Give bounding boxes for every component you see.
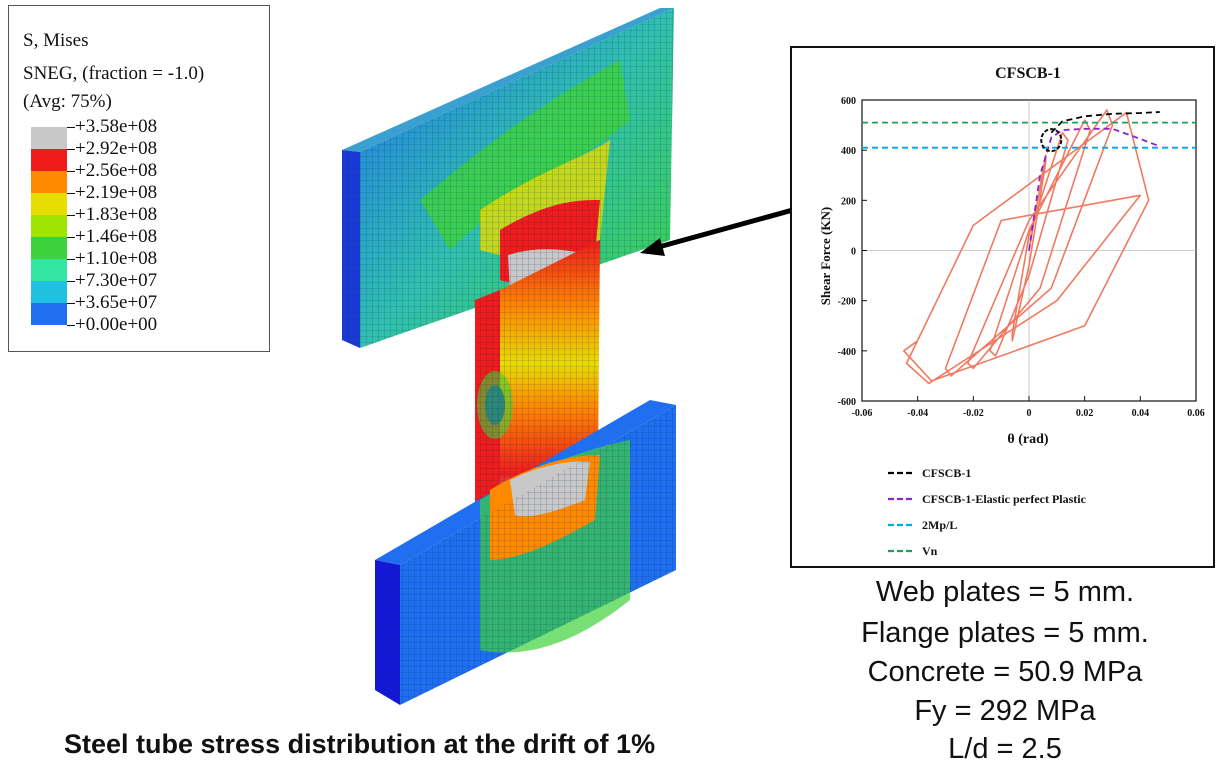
legend-value-9: +3.65e+07	[75, 292, 158, 313]
legend-label-4: Vn	[922, 544, 938, 558]
legend-label-2: CFSCB-1-Elastic perfect Plastic	[922, 492, 1087, 506]
x-tick-label: 0	[1027, 408, 1032, 419]
yield-point-circle	[1040, 128, 1063, 153]
legend-label-3: 2Mp/L	[922, 518, 957, 532]
legend-title-line-2: SNEG, (fraction = -1.0)	[23, 63, 205, 84]
x-tick-label: 0.04	[1132, 408, 1150, 419]
legend-tick	[67, 215, 75, 216]
param-flange-plates: Flange plates = 5 mm.	[861, 617, 1149, 649]
param-ld: L/d = 2.5	[948, 733, 1062, 765]
hysteresis-chart: CFSCB-1 -0.06 -0.04 -0.02 0 0.02 0.04 0.06 600 4…	[818, 65, 1205, 558]
param-fy: Fy = 292 MPa	[914, 695, 1096, 727]
stress-legend: S, Mises SNEG, (fraction = -1.0) (Avg: 7…	[8, 5, 270, 352]
legend-tick	[67, 193, 75, 194]
legend-title-line-1: S, Mises	[23, 30, 89, 51]
x-tick-label: -0.06	[852, 408, 873, 419]
hysteresis-curve	[903, 109, 1150, 385]
legend-value-1: +3.58e+08	[75, 116, 158, 137]
legend-value-4: +2.19e+08	[75, 182, 158, 203]
x-tick-label: 0.02	[1076, 408, 1094, 419]
y-tick-label: 200	[841, 196, 856, 207]
x-tick-label: 0.06	[1187, 408, 1205, 419]
legend-value-7: +1.10e+08	[75, 248, 158, 269]
legend-value-2: +2.92e+08	[75, 138, 158, 159]
series-line-2	[1028, 127, 1161, 251]
legend-tick	[67, 127, 75, 128]
chart-title: CFSCB-1	[995, 65, 1061, 82]
figure-caption: Steel tube stress distribution at the dr…	[64, 729, 656, 759]
legend-swatch-4	[31, 193, 67, 215]
series-line-1	[1050, 111, 1160, 134]
coupling-beam-web	[475, 240, 600, 520]
legend-value-6: +1.46e+08	[75, 226, 158, 247]
bottom-beam	[375, 400, 676, 705]
legend-value-5: +1.83e+08	[75, 204, 158, 225]
legend-value-10: +0.00e+00	[75, 314, 158, 335]
legend-swatch-6	[31, 237, 67, 259]
legend-label-1: CFSCB-1	[922, 466, 971, 480]
legend-swatch-9	[31, 303, 67, 325]
y-tick-label: 400	[841, 146, 856, 157]
legend-value-8: +7.30e+07	[75, 270, 158, 291]
hysteresis-chart-panel: CFSCB-1 -0.06 -0.04 -0.02 0 0.02 0.04 0.06 600 4…	[790, 46, 1215, 568]
legend-tick	[67, 149, 75, 150]
legend-swatch-3	[31, 171, 67, 193]
legend-swatch-1	[31, 127, 67, 149]
y-tick-label: -400	[838, 347, 856, 358]
legend-swatch-5	[31, 215, 67, 237]
y-tick-label: 0	[851, 247, 856, 258]
fe-model-image	[342, 8, 676, 705]
y-tick-label: 600	[841, 96, 856, 107]
legend-tick	[67, 281, 75, 282]
y-tick-label: -600	[838, 397, 856, 408]
legend-swatch-8	[31, 281, 67, 303]
param-concrete: Concrete = 50.9 MPa	[867, 656, 1143, 688]
legend-swatch-2	[31, 149, 67, 171]
y-axis-label: Shear Force (KN)	[818, 207, 833, 305]
legend-tick	[67, 259, 75, 260]
y-tick-label: -200	[838, 297, 856, 308]
legend-tick	[67, 325, 75, 326]
x-tick-label: -0.02	[963, 408, 984, 419]
legend-swatch-7	[31, 259, 67, 281]
x-axis-label: θ (rad)	[1007, 432, 1048, 447]
legend-tick	[67, 237, 75, 238]
legend-value-3: +2.56e+08	[75, 160, 158, 181]
legend-title-line-3: (Avg: 75%)	[23, 91, 112, 112]
legend-tick	[67, 171, 75, 172]
x-tick-label: -0.04	[907, 408, 928, 419]
legend-tick	[67, 303, 75, 304]
param-web-plates: Web plates = 5 mm.	[875, 576, 1135, 608]
